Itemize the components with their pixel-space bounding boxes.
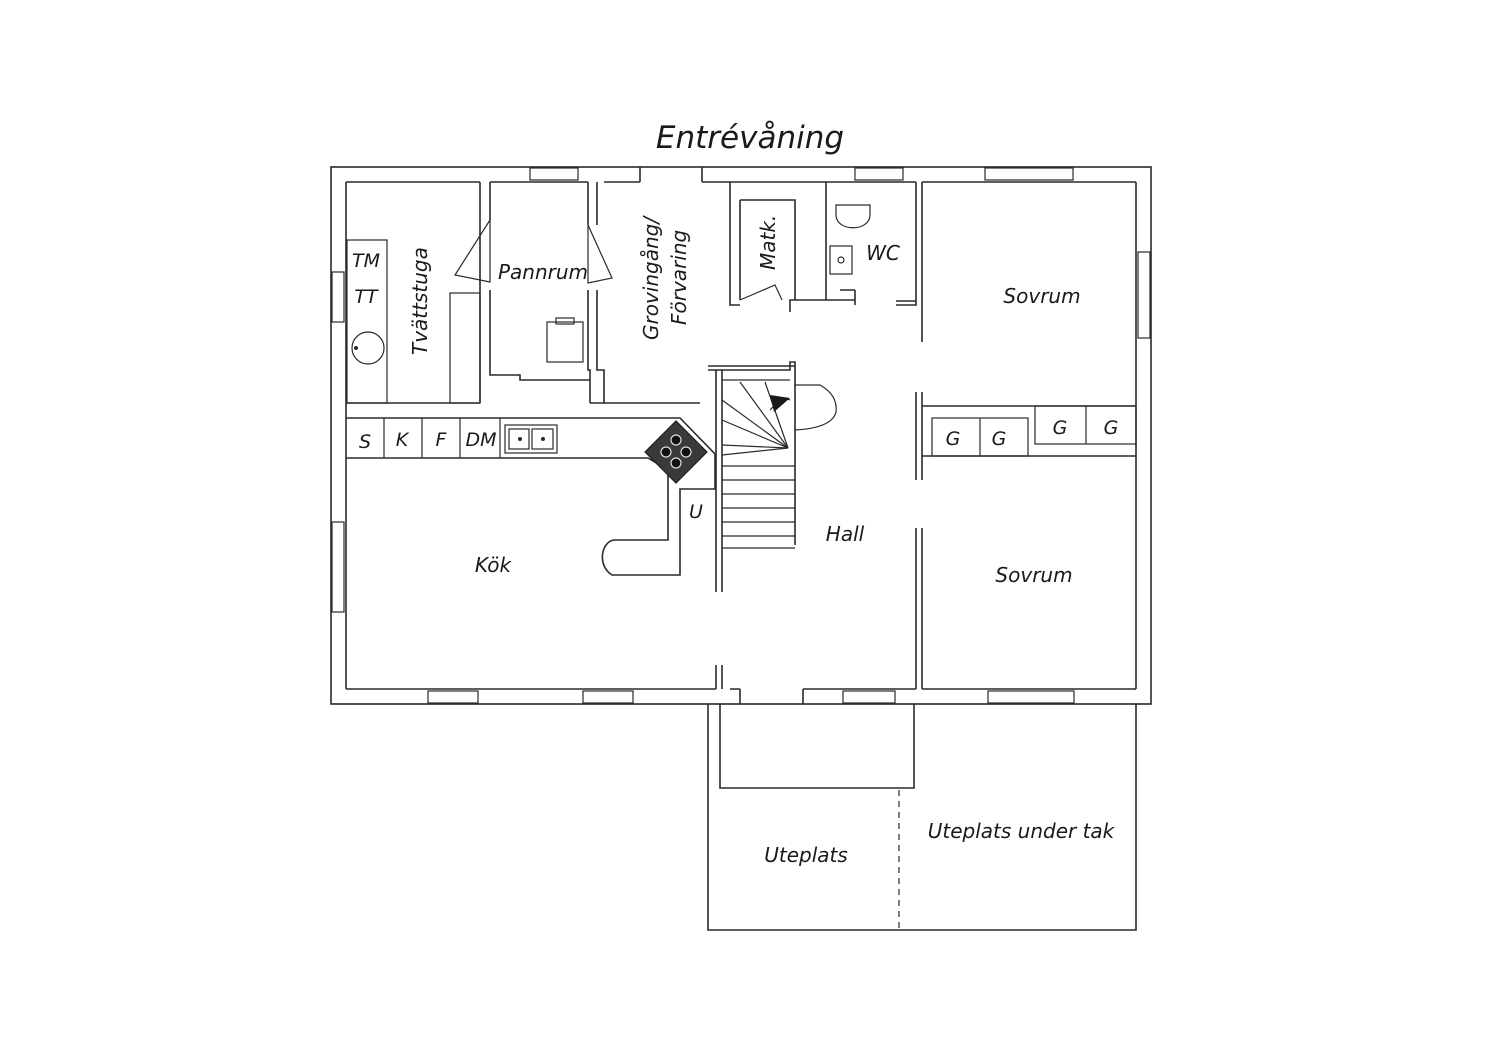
kitchen-counter [346, 417, 716, 576]
wardrobe-label: G [1104, 417, 1119, 439]
entrance-walls [715, 665, 804, 704]
room-label-wc: WC [866, 241, 900, 265]
appliance-label-k: K [396, 429, 410, 451]
kitchen-sink [504, 424, 558, 454]
laundry-sink-icon [351, 331, 385, 365]
laundry-unit [346, 239, 388, 404]
room-label-pannrum: Pannrum [498, 260, 588, 284]
room-label-hall: Hall [826, 522, 865, 546]
appliance-label-dm: DM [465, 429, 496, 451]
window [529, 167, 579, 181]
room-label-sovrum-bottom: Sovrum [995, 563, 1072, 587]
stair-arrow [770, 395, 790, 412]
label-tm: TM [352, 250, 380, 272]
appliance-label-u: U [689, 501, 703, 523]
room-label-kok: Kök [475, 553, 513, 577]
floor-title: Entrévåning [656, 120, 844, 156]
wc-sink [829, 245, 853, 275]
staircase [708, 361, 837, 592]
room-label-tvattstuga: Tvättstuga [408, 247, 432, 355]
patios [707, 704, 1137, 931]
wardrobes-block [931, 405, 1137, 457]
window [331, 521, 345, 613]
window [427, 690, 479, 704]
window [331, 271, 345, 323]
label-tt: TT [354, 286, 379, 308]
window [987, 690, 1075, 704]
window [854, 167, 904, 181]
room-label-forvaring: Förvaring [667, 230, 691, 325]
room-label-uteplats-under-tak: Uteplats under tak [928, 819, 1116, 843]
window [1137, 251, 1151, 339]
stove-icon [644, 420, 708, 484]
window [984, 167, 1074, 181]
toilet [835, 204, 871, 229]
appliance-label-f: F [436, 429, 448, 451]
appliance-label-s: S [359, 431, 371, 453]
window [582, 690, 634, 704]
room-label-uteplats: Uteplats [764, 843, 848, 867]
wardrobe-label: G [946, 428, 961, 450]
room-label-grovingang: Grovingång/ [639, 215, 663, 340]
windows [331, 167, 1151, 704]
boiler [546, 321, 584, 363]
wardrobe-label: G [992, 428, 1007, 450]
room-label-sovrum-top: Sovrum [1003, 284, 1080, 308]
wardrobe-label: G [1053, 417, 1068, 439]
window [842, 690, 896, 704]
room-label-matk: Matk. [756, 215, 780, 270]
